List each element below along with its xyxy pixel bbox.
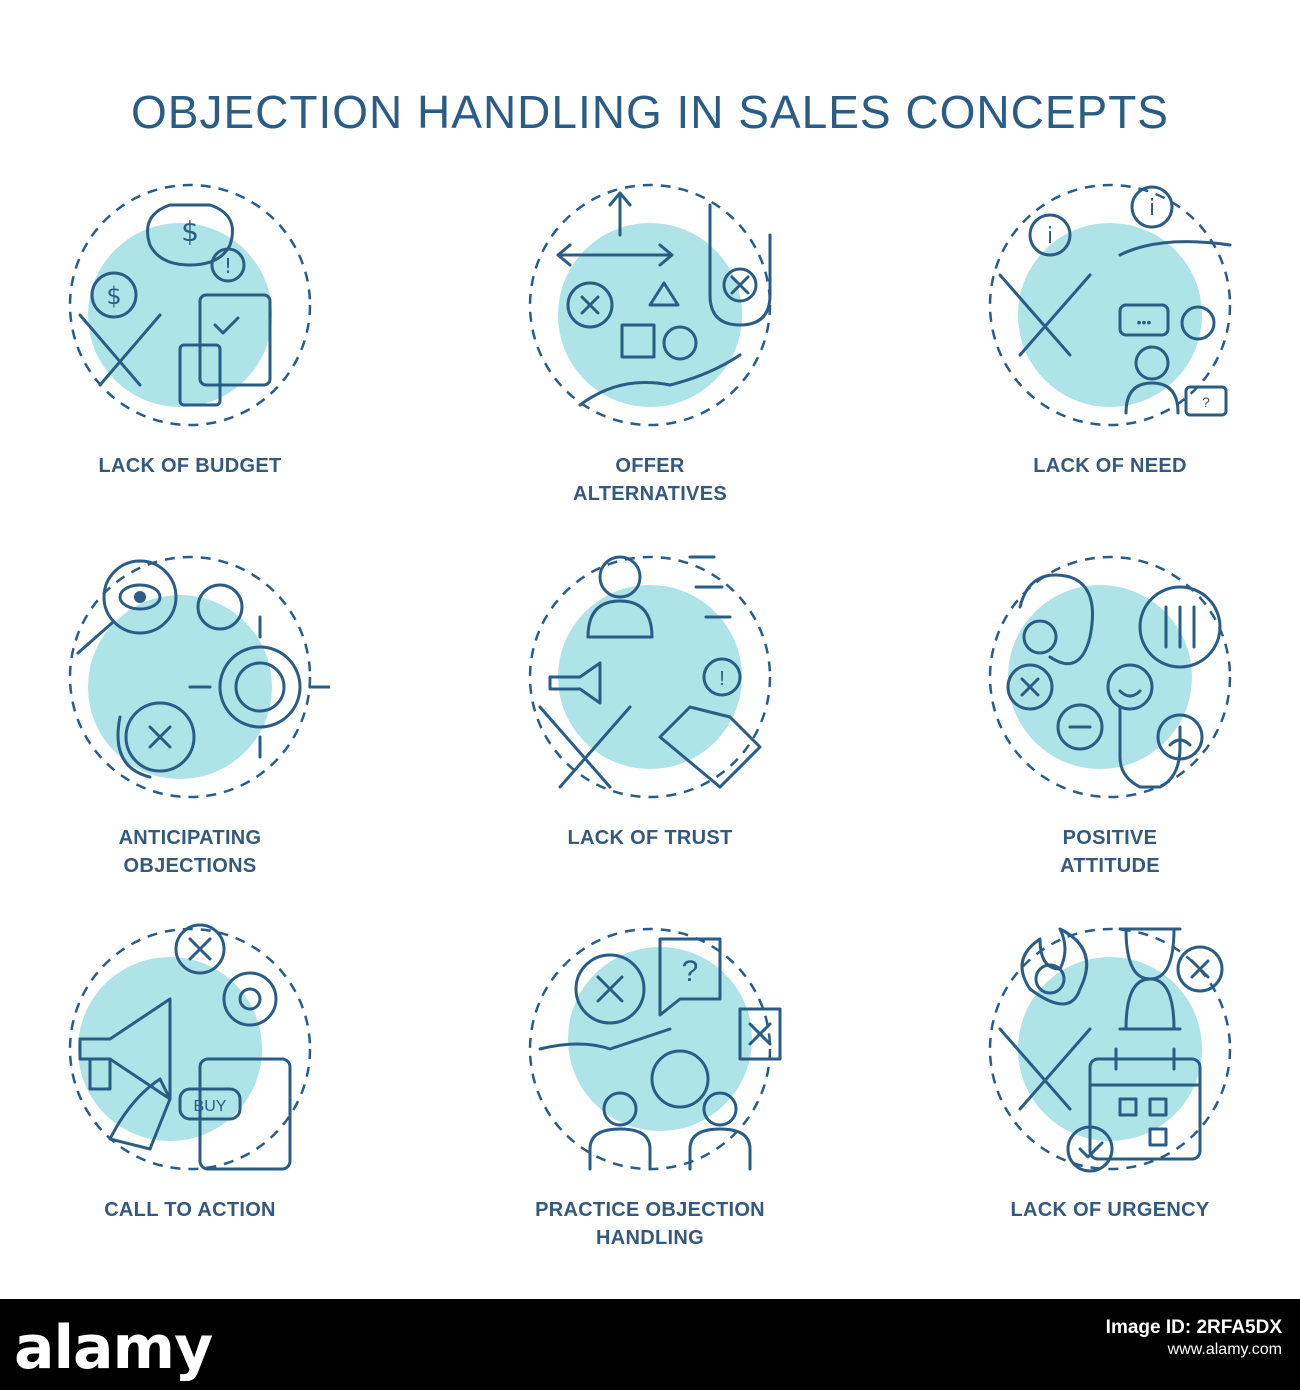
concept-positive-attitude: POSITIVE ATTITUDE [930, 537, 1290, 897]
svg-text:!: ! [224, 254, 232, 278]
footer-image-id: Image ID: 2RFA5DX [1105, 1317, 1282, 1338]
footer-meta: Image ID: 2RFA5DX www.alamy.com [1106, 1317, 1282, 1361]
concept-label: OFFER ALTERNATIVES [573, 455, 727, 505]
footer-bar: alamy Image ID: 2RFA5DX www.alamy.com [0, 1299, 1300, 1390]
urgency-icon [970, 909, 1250, 1189]
concept-anticipating-objections: ANTICIPATING OBJECTIONS [10, 537, 370, 897]
attitude-icon [970, 537, 1250, 817]
concept-label: LACK OF BUDGET [98, 455, 282, 477]
concept-practice-objection-handling: ? PRACTICE OBJECTION HANDLING [470, 909, 830, 1269]
need-icon: i i ••• ? [970, 165, 1250, 445]
concept-lack-of-urgency: LACK OF URGENCY [930, 909, 1290, 1269]
practice-icon: ? [510, 909, 790, 1189]
page-title: OBJECTION HANDLING IN SALES CONCEPTS [131, 85, 1169, 138]
svg-text:$: $ [181, 215, 199, 248]
concept-label: PRACTICE OBJECTION HANDLING [535, 1199, 765, 1249]
call-to-action-icon: BUY [50, 909, 330, 1189]
concept-label: LACK OF URGENCY [1010, 1199, 1210, 1221]
budget-icon: $ ! $ [50, 165, 330, 445]
svg-text:BUY: BUY [194, 1098, 227, 1115]
footer-logo: alamy [14, 1313, 213, 1383]
footer-site: www.alamy.com [1167, 1341, 1282, 1358]
svg-text:$: $ [106, 282, 121, 310]
concept-offer-alternatives: OFFER ALTERNATIVES [470, 165, 830, 525]
svg-text:?: ? [1202, 394, 1210, 410]
concept-label: LACK OF TRUST [567, 827, 733, 849]
concept-label: POSITIVE ATTITUDE [1060, 827, 1160, 877]
concept-label: LACK OF NEED [1033, 455, 1187, 477]
svg-text:?: ? [682, 955, 699, 988]
alternatives-icon [510, 165, 790, 445]
concept-lack-of-need: i i ••• ? LACK OF NEED [930, 165, 1290, 525]
svg-text:i: i [1149, 196, 1155, 221]
svg-text:!: ! [719, 668, 725, 690]
anticipating-icon [50, 537, 330, 817]
svg-text:•••: ••• [1137, 314, 1152, 330]
concept-label: ANTICIPATING OBJECTIONS [118, 827, 262, 877]
concept-lack-of-trust: ! LACK OF TRUST [470, 537, 830, 897]
svg-text:i: i [1047, 224, 1053, 249]
concept-lack-of-budget: $ ! $ LACK OF BUDGET [10, 165, 370, 525]
trust-icon: ! [510, 537, 790, 817]
concept-call-to-action: BUY CALL TO ACTION [10, 909, 370, 1269]
concept-label: CALL TO ACTION [104, 1199, 276, 1221]
